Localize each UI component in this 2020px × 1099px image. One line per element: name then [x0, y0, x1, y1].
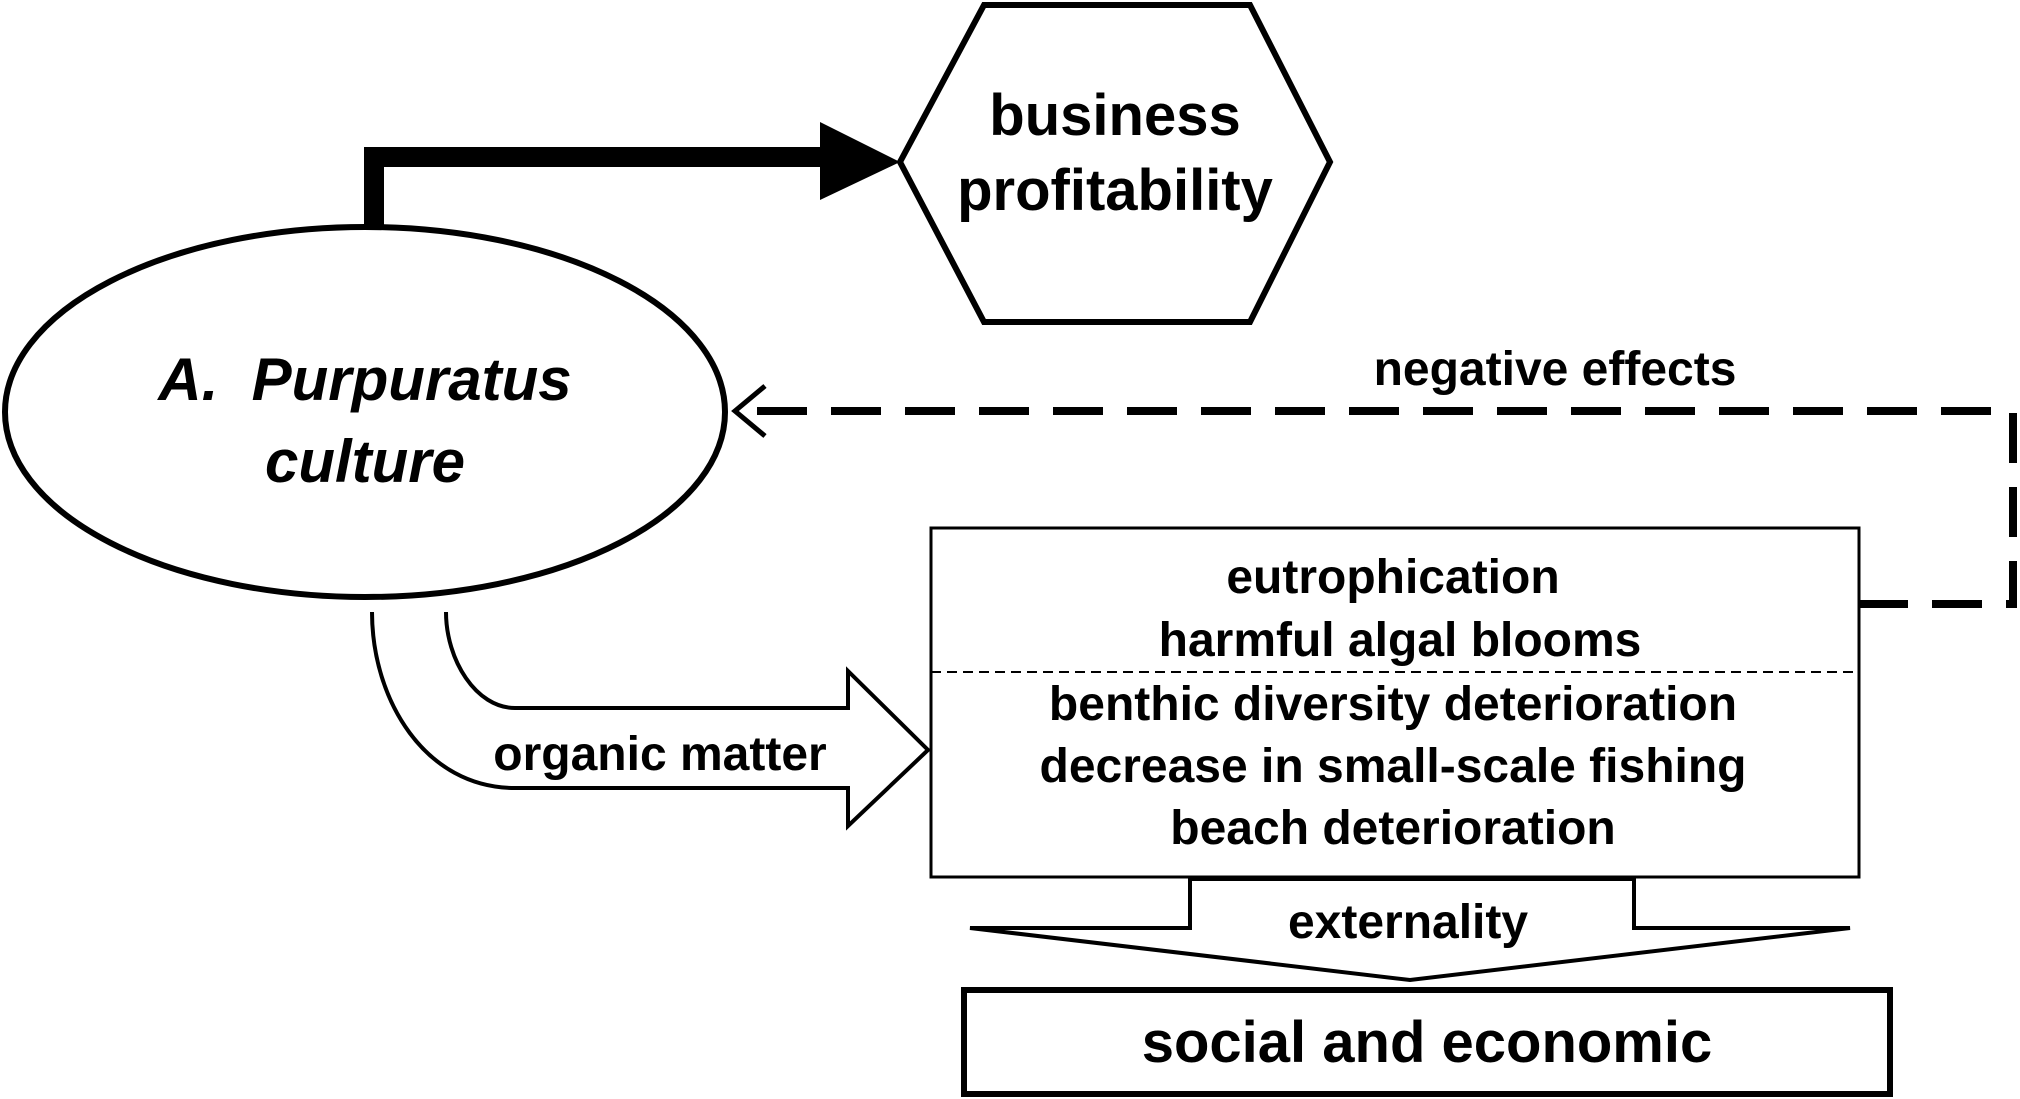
organic-matter-label: organic matter [493, 728, 826, 781]
social-label: social and economic [1142, 1010, 1713, 1075]
impacts-bottom-line-1: benthic diversity deterioration [1049, 678, 1737, 731]
culture-node: A. Purpuratus culture [2, 224, 728, 600]
externality-label: externality [1288, 896, 1528, 949]
externality-arrow: externality [969, 877, 1851, 983]
profit-arrow [364, 122, 900, 248]
profit-label-line2: profitability [957, 158, 1273, 223]
social-node: social and economic [961, 987, 1893, 1097]
culture-label-line2: culture [265, 428, 465, 495]
profit-node: business profitability [896, 1, 1334, 325]
culture-label-line1: A. Purpuratus [156, 346, 571, 413]
profit-label-line1: business [989, 83, 1240, 148]
negative-effects-label: negative effects [1374, 343, 1737, 396]
impacts-top-line-2: harmful algal blooms [1159, 614, 1642, 667]
negative-effects-arrow: negative effects [731, 343, 2017, 608]
impacts-bottom-line-2: decrease in small-scale fishing [1040, 740, 1747, 793]
organic-matter-arrow: organic matter [370, 611, 931, 831]
impacts-top-line-1: eutrophication [1226, 551, 1559, 604]
impacts-node: eutrophication harmful algal blooms bent… [929, 526, 1861, 879]
impacts-bottom-line-3: beach deterioration [1170, 802, 1615, 855]
